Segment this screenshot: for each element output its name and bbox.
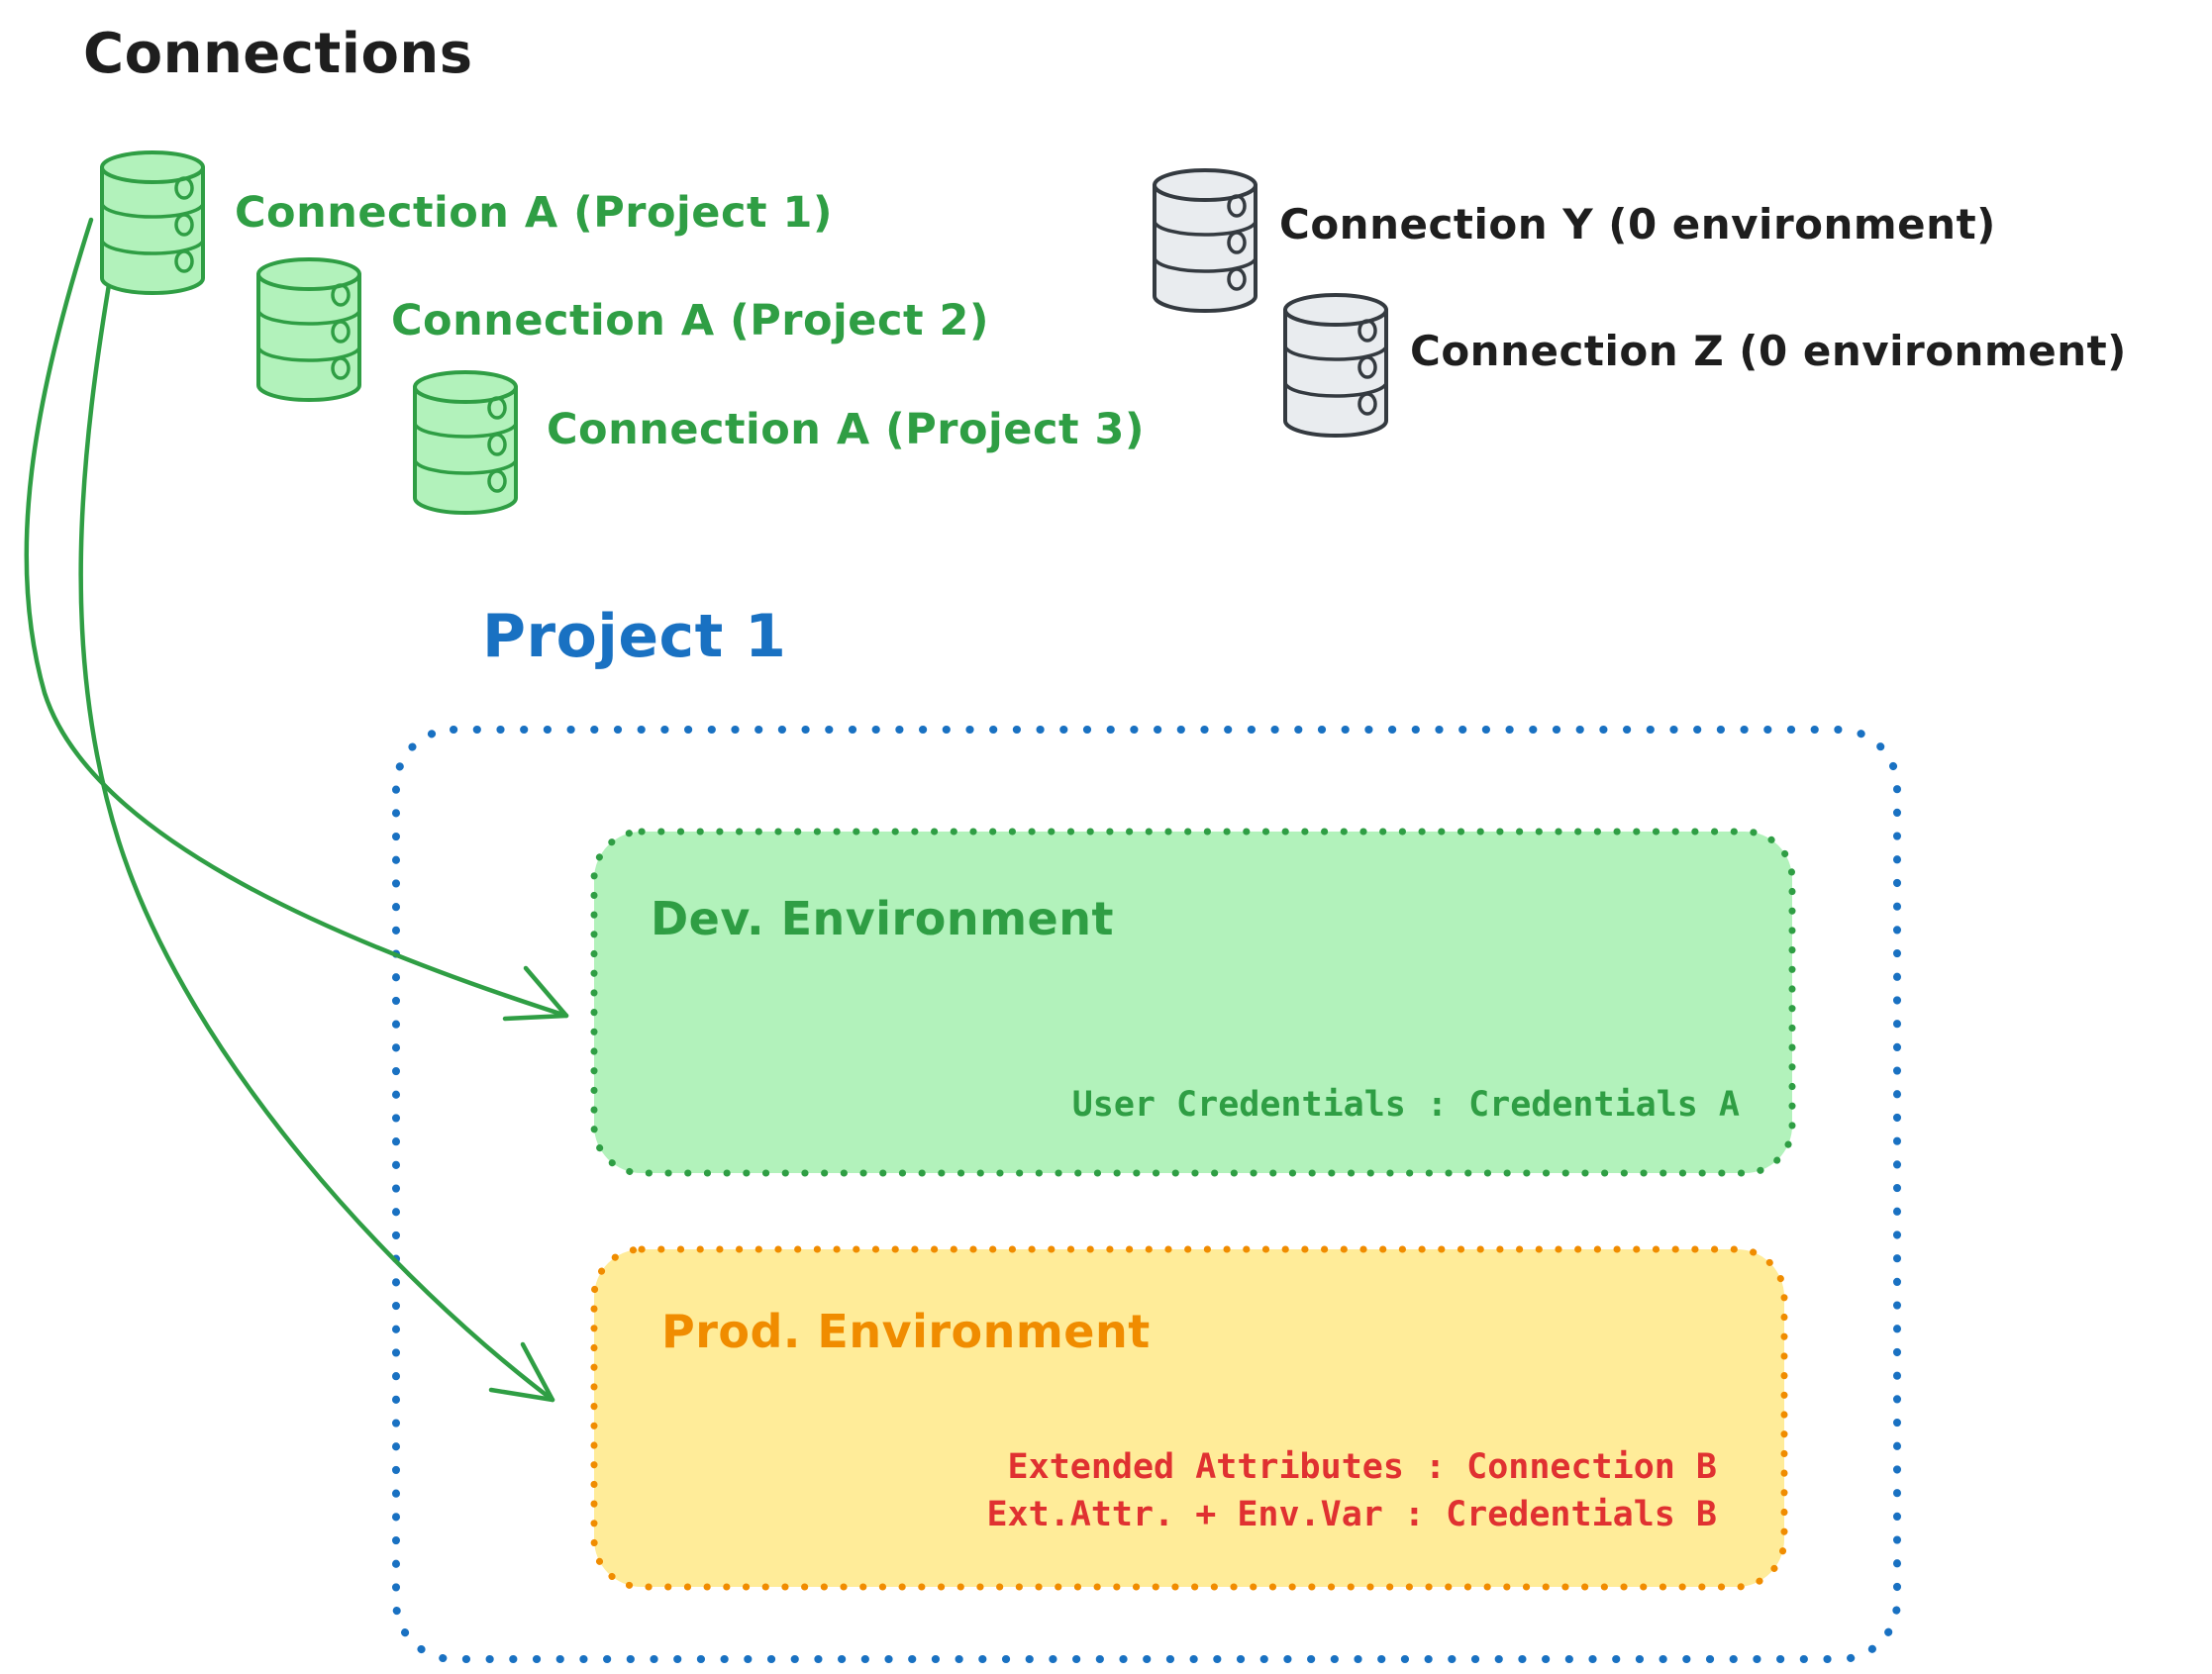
project-1-title: Project 1 bbox=[482, 602, 787, 671]
arrow-connection-a-to-dev bbox=[24, 217, 569, 1022]
dev-environment-credentials-text: User Credentials : Credentials A bbox=[1071, 1085, 1740, 1125]
prod-environment-credentials-text: Extended Attributes : Connection B Ext.A… bbox=[986, 1443, 1717, 1538]
connection-y-label: Connection Y (0 environment) bbox=[1279, 200, 1996, 248]
dev-environment-box bbox=[590, 828, 1796, 1177]
project-1-container-border bbox=[392, 726, 1901, 1663]
connection-a-project-2-label: Connection A (Project 2) bbox=[391, 296, 990, 345]
prod-extended-attributes-line: Extended Attributes : Connection B bbox=[1007, 1447, 1717, 1487]
dev-environment-title: Dev. Environment bbox=[651, 892, 1114, 945]
prod-ext-attr-env-var-line: Ext.Attr. + Env.Var : Credentials B bbox=[986, 1495, 1717, 1534]
database-icon-connection-a-project-1 bbox=[100, 150, 206, 295]
connection-a-project-3-label: Connection A (Project 3) bbox=[547, 405, 1146, 454]
prod-environment-title: Prod. Environment bbox=[661, 1305, 1151, 1358]
connection-a-project-1-label: Connection A (Project 1) bbox=[235, 188, 834, 238]
database-icon-connection-z bbox=[1283, 293, 1389, 438]
arrow-connection-a-to-prod bbox=[78, 252, 555, 1403]
database-icon-connection-a-project-2 bbox=[256, 257, 362, 402]
diagram-heading: Connections bbox=[83, 22, 473, 86]
database-icon-connection-y bbox=[1153, 168, 1258, 313]
connection-z-label: Connection Z (0 environment) bbox=[1410, 327, 2127, 375]
database-icon-connection-a-project-3 bbox=[413, 370, 519, 515]
prod-environment-box bbox=[590, 1245, 1788, 1591]
